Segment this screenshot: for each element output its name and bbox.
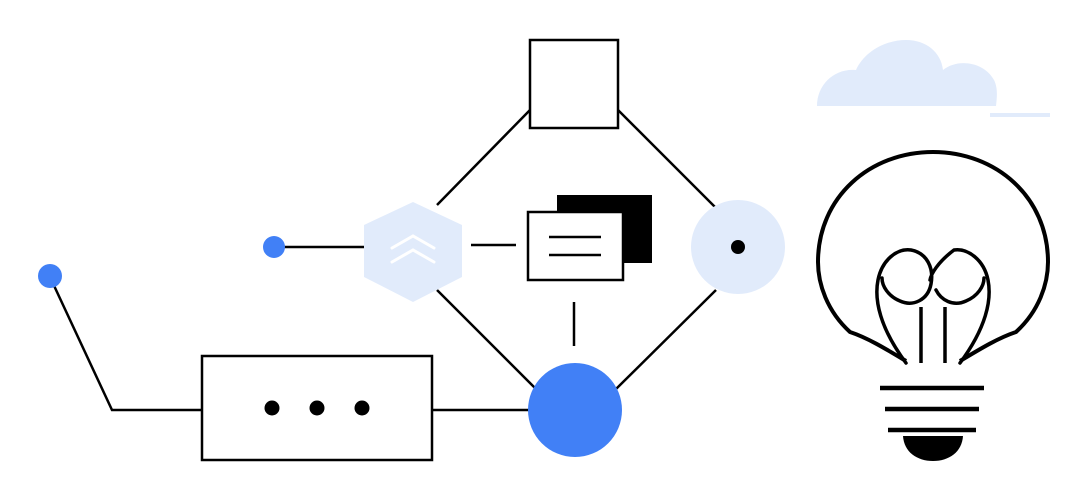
connector-lines [48,109,717,412]
hexagon-node [364,202,462,302]
bulb-glass [816,150,1050,363]
document-node [526,195,652,282]
lightbulb-icon [816,150,1050,461]
cloud-icon [817,40,1050,117]
ellipsis-box [200,354,434,462]
hexagon-shape [364,202,462,302]
cloud-shape [817,40,997,106]
square-node-top [528,38,620,130]
front-card [526,210,625,282]
line-light-circle-to-blue-circle [614,289,717,391]
blue-dot-left [38,264,62,288]
light-circle-node [691,200,785,294]
blue-circle-node [528,363,622,457]
bulb-filament [875,248,991,365]
line-square-to-hexagon [436,109,531,206]
line-hexagon-to-blue-circle [436,289,538,391]
blue-dot-hexagon-anchor [263,236,285,258]
double-chevron-up-icon [390,234,436,264]
dot-icon [731,240,745,254]
more-horizontal-icon [264,400,370,416]
line-left-dot-to-ellipsis-box [48,276,202,412]
bulb-tip [903,436,963,461]
line-square-to-light-circle [617,109,717,209]
